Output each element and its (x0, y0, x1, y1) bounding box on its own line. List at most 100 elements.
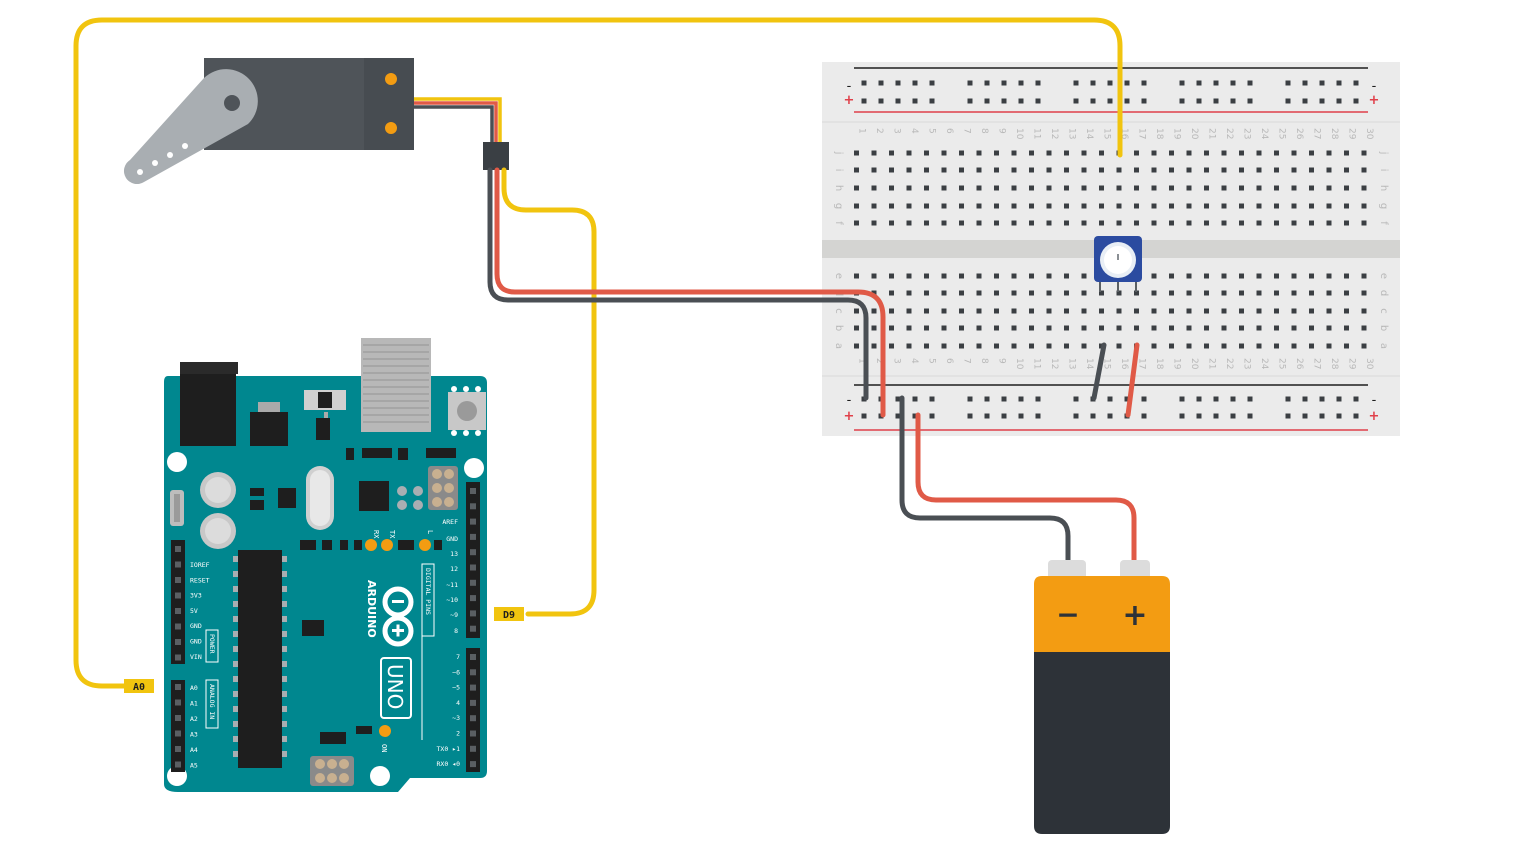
rail-hole[interactable] (929, 413, 935, 419)
breadboard-hole[interactable] (1116, 167, 1122, 173)
potentiometer-icon[interactable] (1094, 236, 1142, 292)
header-pin[interactable] (470, 488, 476, 494)
rail-hole[interactable] (1073, 413, 1079, 419)
breadboard-hole[interactable] (1256, 308, 1262, 314)
header-pin[interactable] (470, 610, 476, 617)
breadboard-hole[interactable] (1344, 343, 1349, 349)
breadboard-hole[interactable] (994, 273, 999, 279)
breadboard-hole[interactable] (906, 273, 912, 279)
breadboard-hole[interactable] (1344, 273, 1349, 279)
rail-hole[interactable] (1213, 413, 1219, 419)
breadboard-hole[interactable] (1151, 308, 1157, 314)
header-pin[interactable] (175, 623, 181, 630)
rail-hole[interactable] (1247, 80, 1253, 86)
breadboard-hole[interactable] (1186, 220, 1192, 226)
breadboard-hole[interactable] (1011, 308, 1017, 314)
rail-hole[interactable] (984, 98, 990, 104)
rail-hole[interactable] (967, 80, 973, 86)
header-pin[interactable] (470, 518, 476, 525)
breadboard-hole[interactable] (1256, 203, 1262, 209)
breadboard-hole[interactable] (1274, 220, 1279, 226)
rail-hole[interactable] (1302, 413, 1308, 419)
breadboard-hole[interactable] (854, 150, 859, 156)
breadboard-hole[interactable] (1029, 325, 1034, 331)
breadboard-hole[interactable] (854, 203, 859, 209)
breadboard-hole[interactable] (1221, 150, 1227, 156)
breadboard-hole[interactable] (976, 325, 982, 331)
breadboard-hole[interactable] (1099, 203, 1104, 209)
breadboard-hole[interactable] (1326, 308, 1332, 314)
rail-hole[interactable] (1073, 80, 1079, 86)
breadboard-hole[interactable] (1151, 273, 1157, 279)
rail-hole[interactable] (1319, 98, 1325, 104)
header-pin[interactable] (470, 745, 476, 752)
rail-hole[interactable] (1001, 80, 1007, 86)
breadboard-hole[interactable] (889, 185, 894, 191)
breadboard-hole[interactable] (1064, 325, 1069, 331)
breadboard-hole[interactable] (1204, 290, 1209, 296)
rail-hole[interactable] (1035, 396, 1041, 402)
header-pin[interactable] (470, 503, 476, 510)
breadboard-hole[interactable] (1256, 220, 1262, 226)
rail-hole[interactable] (1302, 98, 1308, 104)
breadboard-hole[interactable] (1274, 308, 1279, 314)
breadboard-hole[interactable] (1029, 150, 1034, 156)
breadboard-hole[interactable] (1256, 185, 1262, 191)
rail-hole[interactable] (861, 98, 867, 104)
breadboard-hole[interactable] (976, 150, 982, 156)
rail-hole[interactable] (1213, 80, 1219, 86)
header-pin[interactable] (470, 654, 476, 660)
breadboard-hole[interactable] (1344, 203, 1349, 209)
breadboard-hole[interactable] (1361, 203, 1367, 209)
breadboard-hole[interactable] (924, 325, 929, 331)
breadboard-hole[interactable] (1029, 220, 1034, 226)
breadboard-hole[interactable] (1239, 185, 1244, 191)
breadboard-hole[interactable] (1116, 220, 1122, 226)
breadboard-hole[interactable] (1239, 273, 1244, 279)
breadboard-hole[interactable] (959, 203, 964, 209)
breadboard-hole[interactable] (1046, 203, 1052, 209)
breadboard-hole[interactable] (1239, 220, 1244, 226)
rail-hole[interactable] (1353, 80, 1359, 86)
breadboard-hole[interactable] (1011, 150, 1017, 156)
breadboard-hole[interactable] (1134, 290, 1139, 296)
breadboard-hole[interactable] (1326, 203, 1332, 209)
breadboard-hole[interactable] (1361, 150, 1367, 156)
breadboard-hole[interactable] (1099, 290, 1104, 296)
breadboard-hole[interactable] (1274, 273, 1279, 279)
breadboard-hole[interactable] (1134, 308, 1139, 314)
breadboard-hole[interactable] (1326, 150, 1332, 156)
breadboard-hole[interactable] (924, 273, 929, 279)
breadboard-hole[interactable] (1221, 308, 1227, 314)
breadboard-hole[interactable] (941, 185, 947, 191)
rail-hole[interactable] (1073, 98, 1079, 104)
breadboard-hole[interactable] (1256, 343, 1262, 349)
breadboard-hole[interactable] (1361, 325, 1367, 331)
breadboard-hole[interactable] (1274, 150, 1279, 156)
breadboard-hole[interactable] (941, 150, 947, 156)
header-pin[interactable] (470, 761, 476, 768)
breadboard-hole[interactable] (1116, 290, 1122, 296)
breadboard-hole[interactable] (871, 325, 877, 331)
breadboard-hole[interactable] (1274, 325, 1279, 331)
header-pin[interactable] (470, 699, 476, 706)
breadboard-hole[interactable] (1081, 290, 1087, 296)
header-pin[interactable] (175, 761, 181, 768)
breadboard-hole[interactable] (976, 290, 982, 296)
breadboard-hole[interactable] (1099, 308, 1104, 314)
breadboard-hole[interactable] (1029, 290, 1034, 296)
rail-hole[interactable] (1196, 396, 1202, 402)
breadboard-hole[interactable] (924, 220, 929, 226)
breadboard-hole[interactable] (1309, 203, 1314, 209)
breadboard-hole[interactable] (1064, 203, 1069, 209)
breadboard-hole[interactable] (1239, 167, 1244, 173)
rail-hole[interactable] (895, 396, 901, 402)
breadboard-hole[interactable] (941, 273, 947, 279)
breadboard-hole[interactable] (1011, 290, 1017, 296)
breadboard-hole[interactable] (1221, 290, 1227, 296)
breadboard-hole[interactable] (1256, 167, 1262, 173)
breadboard-hole[interactable] (1256, 290, 1262, 296)
rail-hole[interactable] (1247, 396, 1253, 402)
breadboard-hole[interactable] (871, 203, 877, 209)
header-pin[interactable] (175, 684, 181, 690)
